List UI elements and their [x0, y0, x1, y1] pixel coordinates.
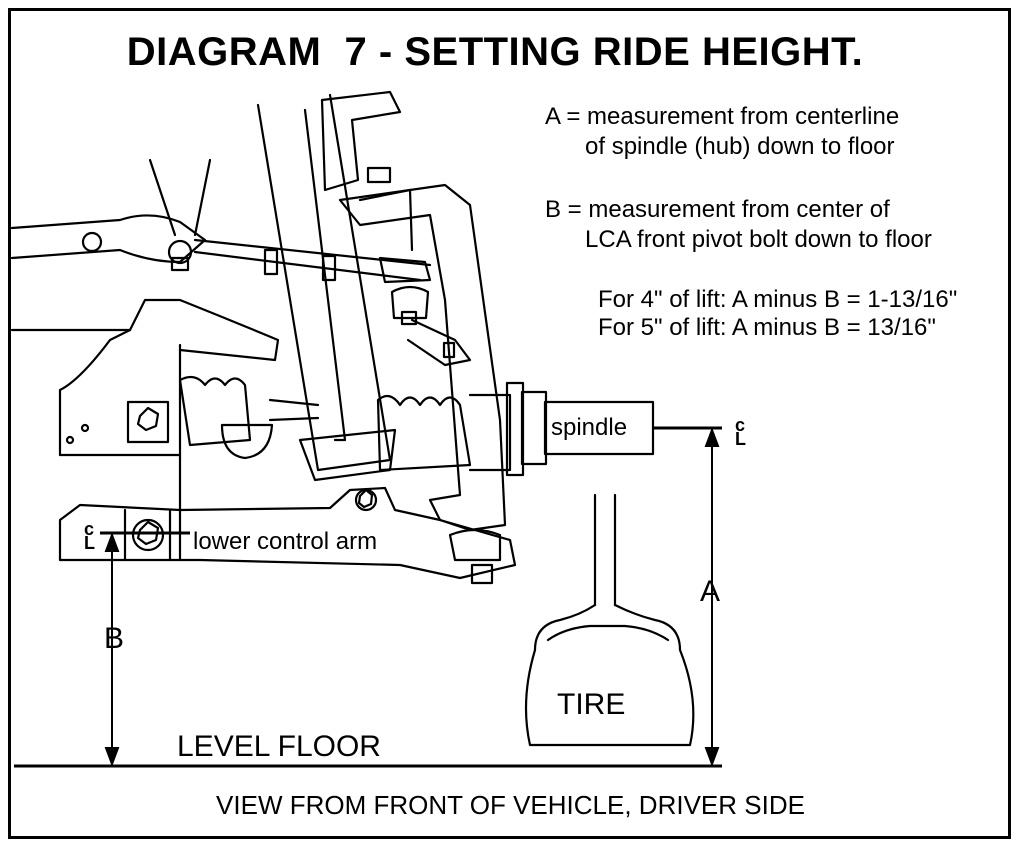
view-caption: VIEW FROM FRONT OF VEHICLE, DRIVER SIDE	[216, 790, 805, 820]
note-a-line2: of spindle (hub) down to floor	[545, 133, 895, 160]
lower-control-arm-drawing	[58, 486, 517, 585]
level-floor-label: LEVEL FLOOR	[177, 730, 381, 763]
spindle-label: spindle	[551, 414, 628, 442]
frame-upper	[148, 158, 212, 237]
tie-rod	[10, 214, 432, 284]
dimension-a-arrow	[704, 427, 720, 767]
tire-label: TIRE	[557, 688, 626, 721]
tire-outline	[524, 493, 695, 747]
dimension-a-label: A	[700, 575, 721, 608]
steering-knuckle	[320, 90, 507, 532]
cv-axle	[178, 375, 512, 472]
note-b-line2: LCA front pivot bolt down to floor	[545, 226, 932, 253]
lca-centerline-symbol: c L	[84, 519, 95, 553]
note-b-line1: B = measurement from center of	[545, 196, 890, 223]
note-a-line1: A = measurement from centerline	[545, 103, 900, 130]
spindle-centerline-symbol: c L	[735, 415, 746, 449]
note-lift-5: For 5" of lift: A minus B = 13/16"	[598, 314, 936, 341]
lower-control-arm-label: lower control arm	[193, 528, 378, 556]
dimension-b-arrow	[104, 532, 120, 767]
shock-absorber	[256, 93, 397, 482]
dimension-b-label: B	[104, 622, 125, 655]
frame-body	[10, 298, 280, 562]
note-lift-4: For 4" of lift: A minus B = 1-13/16"	[598, 286, 958, 313]
diagram-title: DIAGRAM 7 - SETTING RIDE HEIGHT.	[126, 30, 864, 74]
